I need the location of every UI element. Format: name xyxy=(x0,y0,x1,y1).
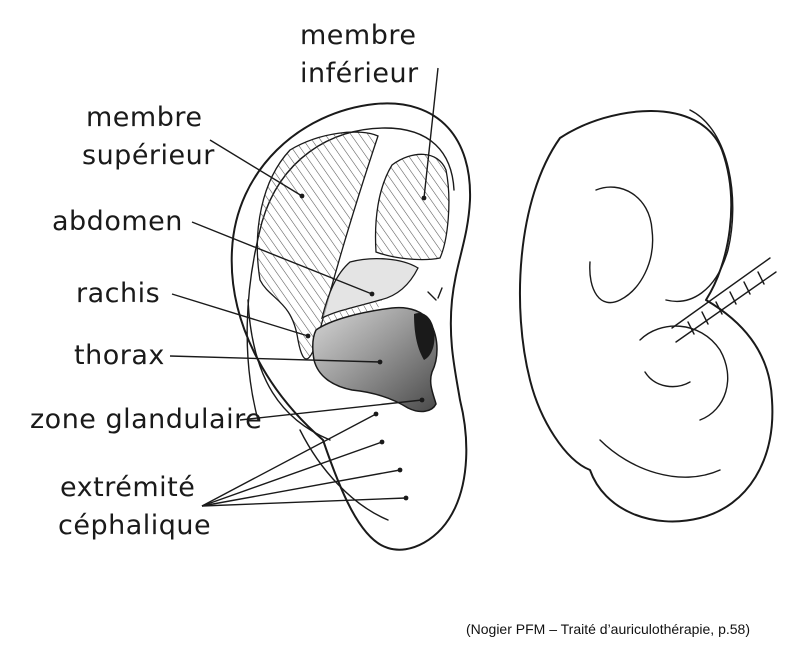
pointer-dot-membre-inferieur xyxy=(421,195,427,201)
label-membre-inferieur-line2: inférieur xyxy=(300,58,419,89)
pointer-dot-cephalique-4 xyxy=(403,495,409,501)
leader-rachis xyxy=(171,293,309,337)
label-membre-inferieur-line1: membre xyxy=(300,20,416,51)
pointer-dot-cephalique-3 xyxy=(397,467,403,473)
pointer-dot-abdomen xyxy=(369,291,375,297)
right-ear-inner-fold xyxy=(589,186,654,304)
pointer-dot-glandulaire xyxy=(419,397,425,403)
ear-lobe-line xyxy=(299,429,389,521)
label-zone-glandulaire: zone glandulaire xyxy=(30,404,262,435)
leader-zone-glandulaire xyxy=(239,399,423,421)
label-membre-superieur-line2: supérieur xyxy=(82,140,215,171)
leader-membre-inferieur xyxy=(423,67,439,199)
right-ear-pinna-curl xyxy=(639,325,729,421)
label-thorax: thorax xyxy=(74,340,165,371)
ear-helix-outline xyxy=(230,102,472,551)
labels: membre inférieur membre supérieur abdome… xyxy=(30,20,419,541)
label-extremite-cephalique-line2: céphalique xyxy=(58,510,211,541)
leader-cephalique-2 xyxy=(201,441,383,507)
right-ear-upper-fold xyxy=(665,109,734,302)
right-ear-lobe xyxy=(599,439,721,478)
ear-canal xyxy=(414,312,435,360)
right-ear-outline xyxy=(518,110,774,523)
pointer-dot-thorax xyxy=(377,359,383,365)
label-membre-superieur-line1: membre xyxy=(86,102,202,133)
pointer-dot-rachis xyxy=(305,333,311,339)
leader-cephalique-1 xyxy=(201,413,377,507)
leader-thorax xyxy=(169,355,381,363)
label-abdomen: abdomen xyxy=(52,206,183,237)
label-rachis: rachis xyxy=(76,278,160,309)
zone-thorax xyxy=(311,306,438,413)
zone-membre-inferieur xyxy=(374,153,450,261)
right-ear-crease xyxy=(644,371,691,388)
left-ear-drawing xyxy=(230,102,472,551)
right-ear-drawing xyxy=(518,109,777,523)
pointer-dot-membre-superieur xyxy=(299,193,305,199)
zone-abdomen xyxy=(321,258,419,320)
leader-lines xyxy=(169,67,439,507)
zone-membre-superieur xyxy=(256,131,379,360)
pointer-dot-cephalique-1 xyxy=(373,411,379,417)
ear-antihelix-edge xyxy=(247,299,331,441)
right-ear-tube-stripes xyxy=(687,271,765,335)
leader-cephalique-3 xyxy=(201,469,401,507)
pointer-dot-cephalique-2 xyxy=(379,439,385,445)
leader-abdomen xyxy=(191,221,373,295)
label-extremite-cephalique-line1: extrémité xyxy=(60,472,195,503)
leader-cephalique-4 xyxy=(201,497,407,507)
leader-membre-superieur xyxy=(209,139,303,197)
figure-caption: (Nogier PFM – Traité d’auriculothérapie,… xyxy=(466,621,750,637)
tragus-mark xyxy=(427,287,443,301)
